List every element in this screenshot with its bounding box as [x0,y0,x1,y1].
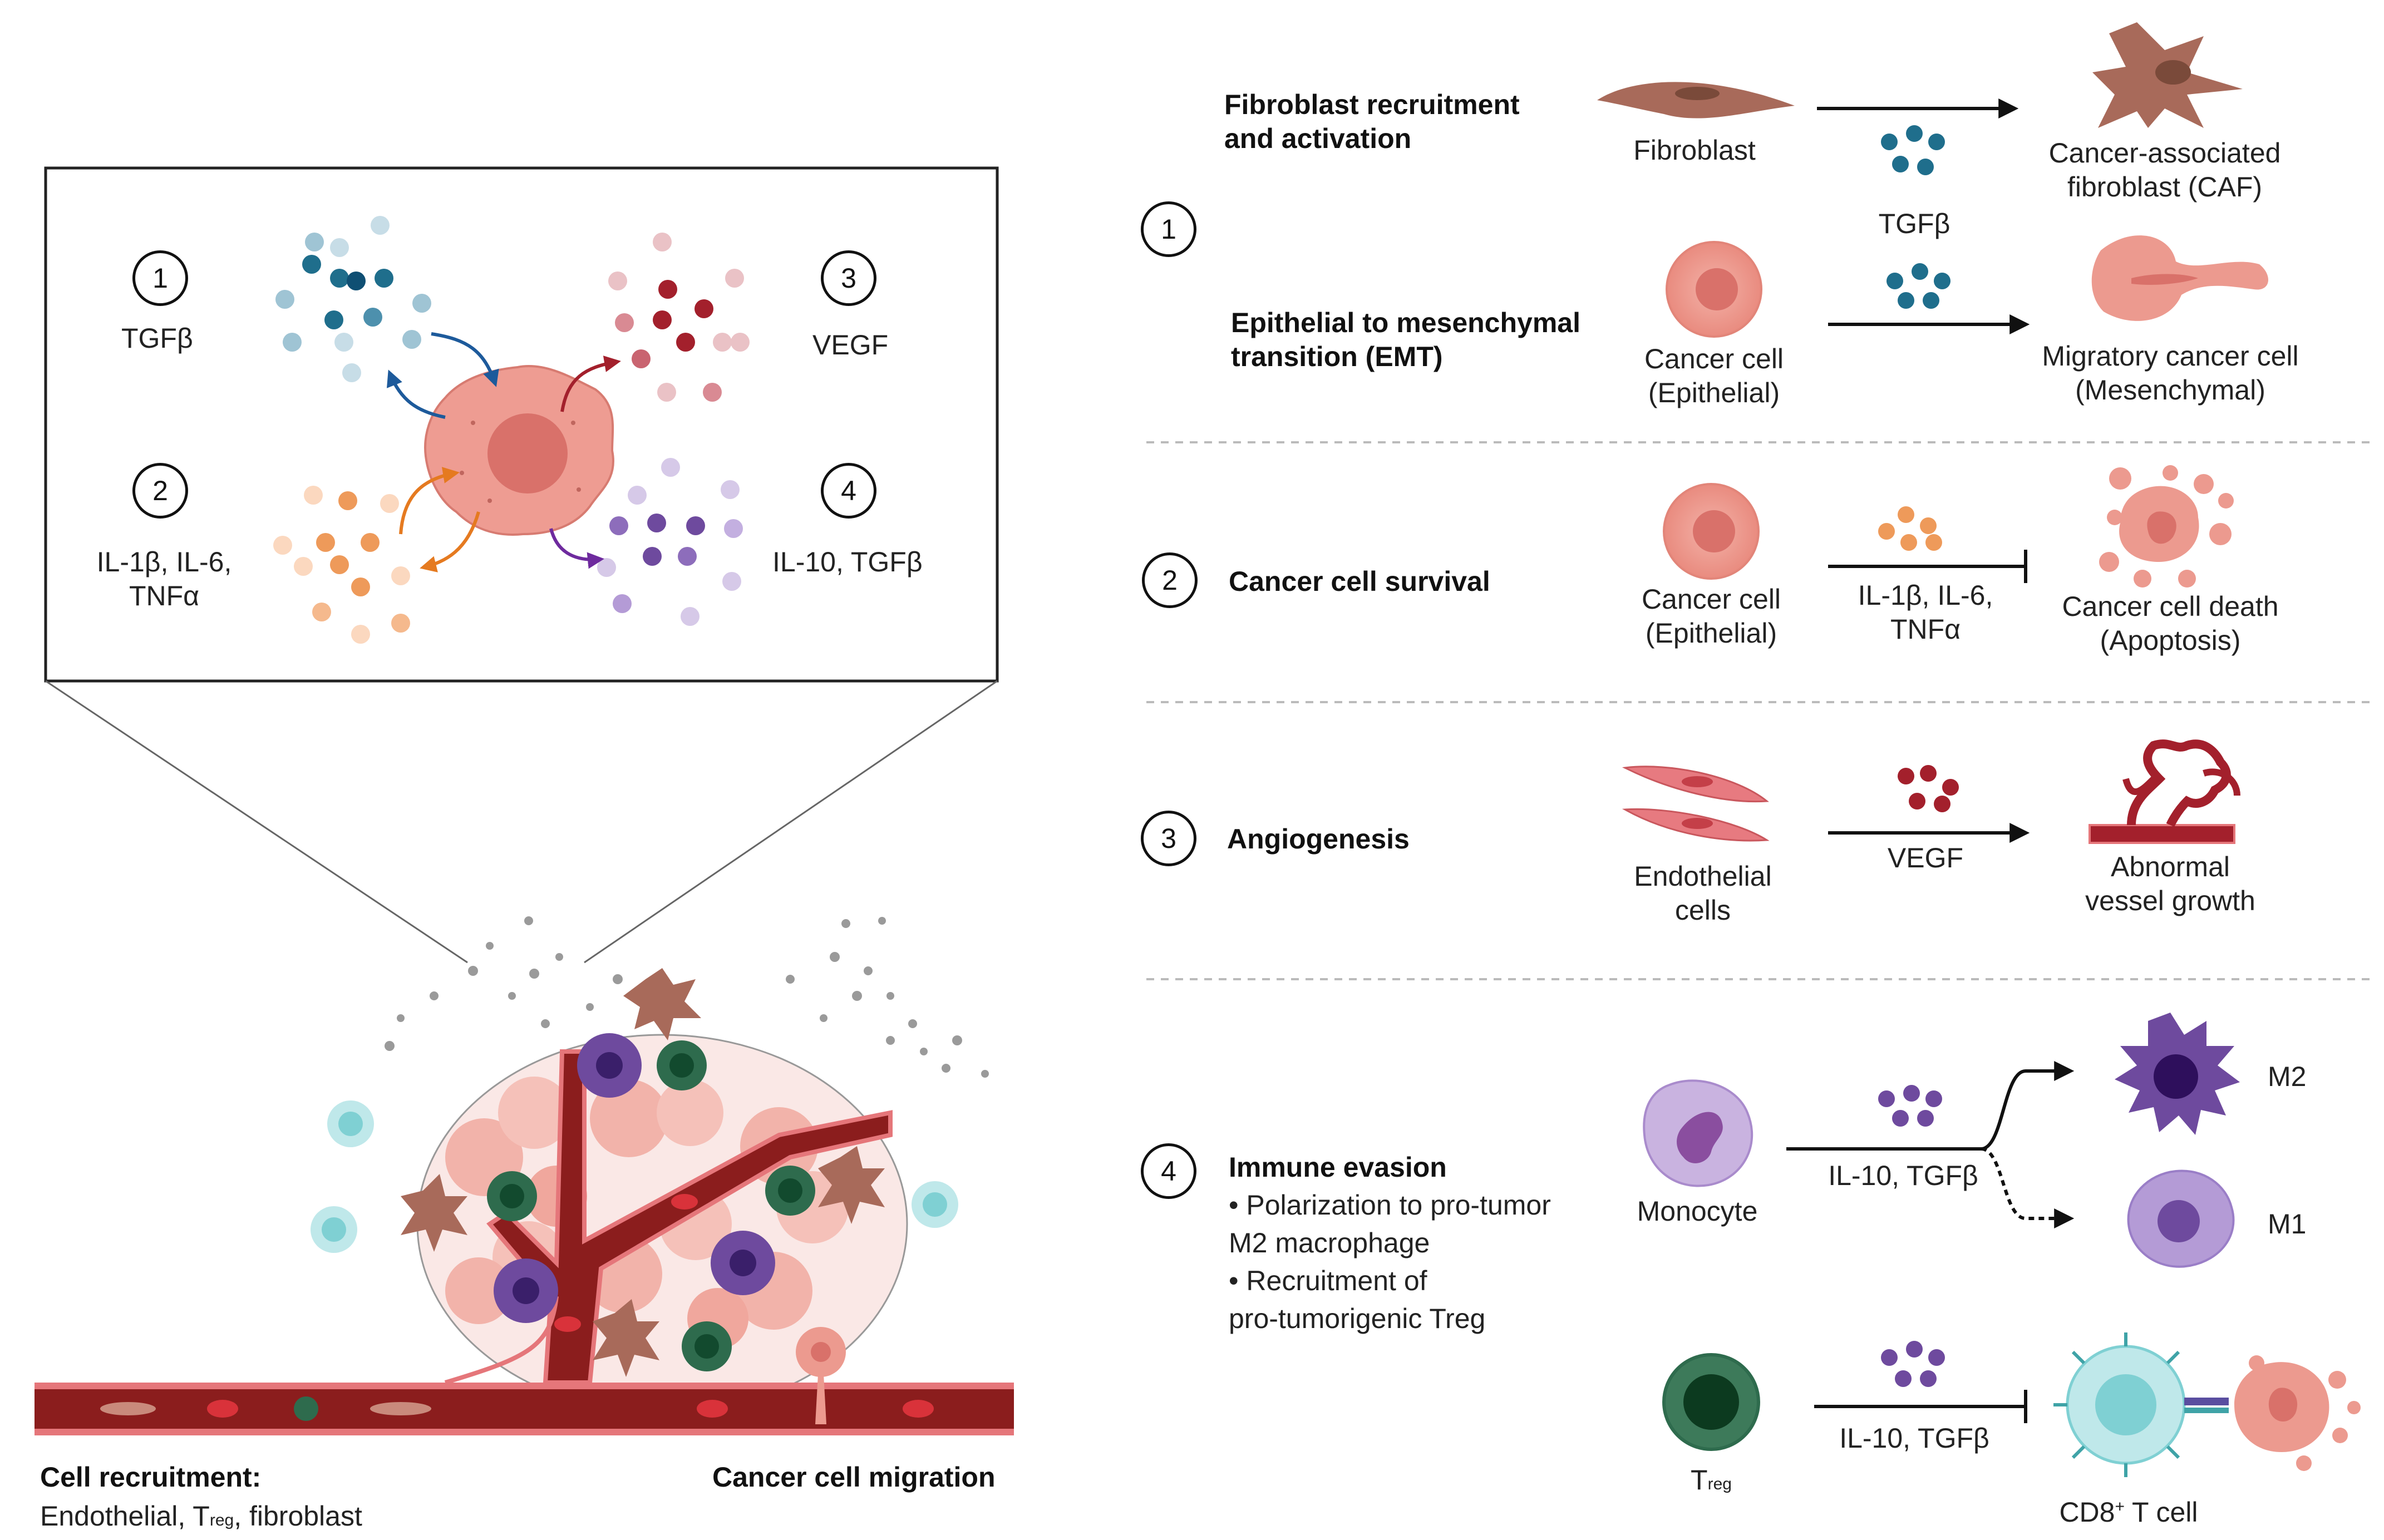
apoptotic-cell [2099,465,2234,588]
row1-migratory-label: Migratory cancer cell(Mesenchymal) [2042,340,2299,406]
row4-cytokines-label: IL-10, TGFβ [1828,1160,1978,1191]
inset-marker-3: 3 [821,250,876,306]
inset-marker-1: 1 [132,250,188,306]
immune-cells [311,1033,958,1371]
row1-tgfb-label: TGFβ [1878,208,1950,239]
cancer-cell-row1b [1666,241,1762,338]
row4-m2-label: M2 [2268,1061,2307,1092]
vegf-dots [608,233,750,402]
m2-macrophage [2115,1013,2240,1135]
migrating-cell [796,1327,846,1424]
row4-title: Immune evasion [1229,1152,1447,1183]
tumor-scene [35,916,1014,1435]
row4-monocyte-label: Monocyte [1637,1196,1758,1227]
inset-marker-2: 2 [132,463,188,519]
recruitment-title: Cell recruitment: [40,1462,262,1493]
inset-label-il: IL-1β, IL-6,TNFα [96,546,232,611]
il-dots [273,486,410,644]
row2-cytokines-label: IL-1β, IL-6,TNFα [1858,580,1993,645]
inset-label-il10: IL-10, TGFβ [772,546,923,578]
tgfb-dots-row1b [1886,263,1950,309]
il10-dots [597,458,743,626]
tgfb-dots [275,216,431,382]
inset-label-vegf: VEGF [812,329,889,361]
arrow-to-m1 [1981,1147,2075,1228]
migration-title: Cancer cell migration [712,1462,996,1493]
row4-cytokines-b-label: IL-10, TGFβ [1839,1423,1989,1454]
inset-marker-4: 4 [821,463,876,519]
arrow-to-m2 [1786,1061,2075,1151]
cancer-cell-row2 [1663,483,1760,580]
central-cancer-cell [424,365,614,536]
row3-title: Angiogenesis [1227,823,1410,855]
il10-dots-row4a [1878,1085,1942,1127]
il10-dots-row4b [1881,1341,1945,1387]
abnormal-vessel [2089,739,2240,844]
row4-bullets: • Polarization to pro-tumor M2 macrophag… [1229,1189,1551,1334]
monocyte-cell [1643,1079,1753,1187]
red-blood-cells [207,1194,934,1418]
treg-cell [1662,1353,1760,1451]
row1-fibroblast-label: Fibroblast [1633,135,1756,166]
row4-cd8-label: CD8+ T cell [2059,1497,2198,1528]
row4-treg-label: Treg [1691,1464,1732,1495]
row2-death-label: Cancer cell death(Apoptosis) [2062,591,2279,656]
row3-marker: 3 [1141,811,1196,866]
fibroblasts [401,968,885,1377]
row2-cancer-cell-label: Cancer cell(Epithelial) [1641,584,1781,649]
row4-marker: 4 [1141,1143,1196,1199]
recruitment-text: Endothelial, Treg, fibroblast [40,1500,362,1532]
row2-title: Cancer cell survival [1229,566,1490,597]
row1-cancer-cell-label: Cancer cell(Epithelial) [1644,343,1784,408]
endothelial-cells [1622,766,1770,842]
il-dots-row2 [1878,506,1942,551]
row1-marker: 1 [1141,201,1196,257]
tgfb-dots-row1a [1881,125,1945,175]
m1-macrophage [2127,1169,2235,1268]
particles [385,916,989,1078]
inset-label-tgfb: TGFβ [121,323,193,354]
target-cancer-cell [2234,1355,2361,1471]
row4-m1-label: M1 [2268,1208,2307,1240]
row2-marker: 2 [1142,552,1198,608]
cd8-tcell [2053,1332,2229,1477]
row3-vegf-label: VEGF [1887,842,1964,873]
vegf-dots-row3 [1898,765,1959,812]
